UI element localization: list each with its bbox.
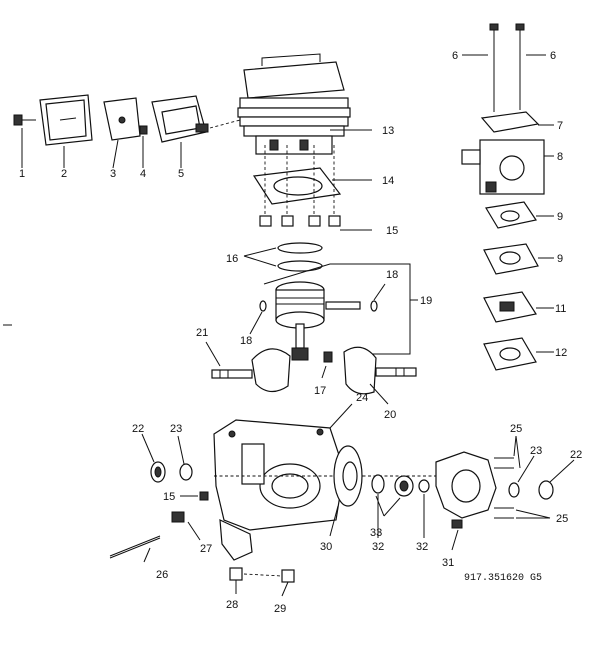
muffler-baffle [103, 97, 141, 141]
callout-20: 20 [384, 409, 396, 421]
callout-1: 1 [19, 168, 25, 180]
case-nut [199, 491, 209, 501]
callout-2: 2 [61, 168, 67, 180]
case-gasket [333, 445, 363, 507]
fitting-29 [281, 569, 295, 583]
callout-17: 17 [314, 385, 326, 397]
cylinder [237, 53, 351, 155]
callout-18-right: 18 [386, 269, 398, 281]
callout-9-lower: 9 [557, 253, 563, 265]
crankshaft-left [211, 348, 291, 393]
callout-14: 14 [382, 175, 394, 187]
muffler-body [151, 95, 209, 143]
callout-25-bottom: 25 [556, 513, 568, 525]
cylinder-gasket [252, 167, 342, 205]
bearing-33-pair [394, 475, 414, 497]
callout-13: 13 [382, 125, 394, 137]
callout-30: 30 [320, 541, 332, 553]
piston [275, 281, 325, 329]
pin-clip-left [259, 300, 267, 312]
carb-plate [483, 243, 539, 275]
diagram-code: 917.351620 G5 [464, 573, 542, 584]
crankshaft-right [343, 346, 417, 395]
screws-lower [494, 507, 514, 519]
bearing-right [508, 482, 520, 498]
crank-bearing [323, 351, 333, 363]
carb-adapter [483, 291, 537, 323]
callout-22-right: 22 [570, 449, 582, 461]
callout-6-right: 6 [550, 50, 556, 62]
connecting-rod [291, 323, 309, 361]
piston-rings [277, 242, 323, 272]
callout-31: 31 [442, 557, 454, 569]
callout-32-left: 32 [372, 541, 384, 553]
callout-24: 24 [356, 392, 368, 404]
callout-9-upper: 9 [557, 211, 563, 223]
callout-8: 8 [557, 151, 563, 163]
carburetor [461, 139, 545, 195]
callout-4: 4 [140, 168, 146, 180]
bearing-32-left [371, 474, 385, 494]
muffler-cover [39, 94, 93, 146]
callout-6-left: 6 [452, 50, 458, 62]
callout-18-left: 18 [240, 335, 252, 347]
carb-screw-right [515, 23, 525, 110]
carb-gasket-bottom [483, 337, 537, 371]
pin-clip-right [370, 300, 378, 312]
callout-12: 12 [555, 347, 567, 359]
muffler-nut [139, 125, 148, 135]
callout-26: 26 [156, 569, 168, 581]
carb-gasket-mid [485, 201, 537, 229]
carb-gasket-top [480, 111, 540, 133]
screws-upper [494, 457, 514, 469]
callout-29: 29 [274, 603, 286, 615]
bearing-32-right [418, 479, 430, 493]
callout-19: 19 [420, 295, 432, 307]
callout-32-right: 32 [416, 541, 428, 553]
callout-27: 27 [200, 543, 212, 555]
callout-16: 16 [226, 253, 238, 265]
callout-11: 11 [555, 303, 566, 315]
callout-5: 5 [178, 168, 184, 180]
callout-23-right: 23 [530, 445, 542, 457]
fitting-28 [229, 567, 243, 581]
carb-screw-left [489, 23, 499, 112]
seal-left [150, 461, 166, 483]
callout-3: 3 [110, 168, 116, 180]
long-bolt [109, 535, 161, 559]
callout-33: 33 [370, 527, 382, 539]
callout-28: 28 [226, 599, 238, 611]
cylinder-nuts [259, 215, 341, 227]
seal-right [538, 480, 554, 500]
wrist-pin [325, 301, 361, 310]
callout-7: 7 [557, 120, 563, 132]
callout-23-left: 23 [170, 423, 182, 435]
crankcase [213, 419, 345, 561]
bearing-left [179, 463, 193, 481]
callout-21: 21 [196, 327, 208, 339]
callout-22-left: 22 [132, 423, 144, 435]
callout-25-top: 25 [510, 423, 522, 435]
callout-15-top: 15 [386, 225, 398, 237]
crankcase-right [435, 451, 497, 529]
muffler-screw [13, 114, 36, 126]
bolt-head [171, 511, 185, 523]
callout-15-bottom: 15 [163, 491, 175, 503]
